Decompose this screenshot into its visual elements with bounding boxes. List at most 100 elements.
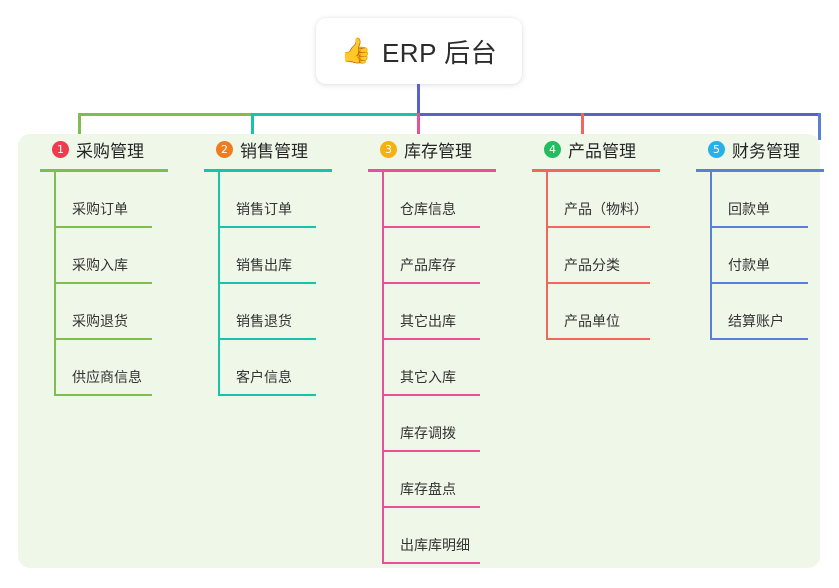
menu-item-rule xyxy=(54,226,152,228)
column-trunk-line xyxy=(546,172,548,340)
menu-item-rule xyxy=(218,226,316,228)
menu-item-rule xyxy=(54,338,152,340)
menu-item[interactable]: 采购入库 xyxy=(40,228,168,284)
column-trunk-line xyxy=(54,172,56,396)
column-index-badge: 1 xyxy=(52,140,69,158)
column-items: 仓库信息产品库存其它出库其它入库库存调拨库存盘点出库库明细 xyxy=(368,172,496,564)
column-items: 采购订单采购入库采购退货供应商信息 xyxy=(40,172,168,396)
column-5: 5 财务管理回款单付款单结算账户 xyxy=(696,134,824,340)
column-header-5[interactable]: 5 财务管理 xyxy=(696,134,824,164)
connector-drop-5 xyxy=(818,113,821,140)
column-header-rule xyxy=(532,169,660,172)
column-trunk-line xyxy=(218,172,220,396)
menu-item-rule xyxy=(382,282,480,284)
menu-item-label: 产品库存 xyxy=(400,257,456,273)
column-header-rule xyxy=(696,169,824,172)
menu-item[interactable]: 其它出库 xyxy=(368,284,496,340)
column-index-badge: 5 xyxy=(708,140,725,158)
column-index-badge: 3 xyxy=(380,140,397,158)
menu-item[interactable]: 采购退货 xyxy=(40,284,168,340)
connector-bar-segment-2 xyxy=(251,113,417,116)
menu-item-label: 供应商信息 xyxy=(72,369,142,385)
menu-item-label: 产品（物料） xyxy=(564,201,648,217)
menu-item-rule xyxy=(382,506,480,508)
column-header-4[interactable]: 4 产品管理 xyxy=(532,134,660,164)
menu-item-label: 销售退货 xyxy=(236,313,292,329)
menu-item[interactable]: 销售出库 xyxy=(204,228,332,284)
menu-item-label: 产品单位 xyxy=(564,313,620,329)
menu-item[interactable]: 销售订单 xyxy=(204,172,332,228)
column-3: 3 库存管理仓库信息产品库存其它出库其它入库库存调拨库存盘点出库库明细 xyxy=(368,134,496,564)
menu-item-label: 出库库明细 xyxy=(400,537,470,553)
menu-item[interactable]: 产品分类 xyxy=(532,228,660,284)
column-title: 采购管理 xyxy=(76,141,144,161)
menu-item[interactable]: 付款单 xyxy=(696,228,824,284)
column-1: 1 采购管理采购订单采购入库采购退货供应商信息 xyxy=(40,134,168,396)
menu-item[interactable]: 仓库信息 xyxy=(368,172,496,228)
menu-item-rule xyxy=(546,226,650,228)
menu-item-rule xyxy=(54,394,152,396)
menu-item-label: 回款单 xyxy=(728,201,770,217)
menu-item-label: 采购退货 xyxy=(72,313,128,329)
menu-item[interactable]: 采购订单 xyxy=(40,172,168,228)
connector-drop-3 xyxy=(417,113,420,140)
menu-item-rule xyxy=(382,562,480,564)
menu-item-rule xyxy=(710,226,808,228)
connector-bar-segment-1 xyxy=(78,113,251,116)
column-title: 销售管理 xyxy=(240,141,308,161)
column-items: 回款单付款单结算账户 xyxy=(696,172,824,340)
column-index-badge: 2 xyxy=(216,140,233,158)
menu-item[interactable]: 产品库存 xyxy=(368,228,496,284)
menu-item[interactable]: 产品单位 xyxy=(532,284,660,340)
column-items: 销售订单销售出库销售退货客户信息 xyxy=(204,172,332,396)
menu-item[interactable]: 库存调拨 xyxy=(368,396,496,452)
menu-item-label: 其它出库 xyxy=(400,313,456,329)
thumbs-up-icon: 👍 xyxy=(340,36,372,65)
menu-item-rule xyxy=(546,338,650,340)
menu-item-rule xyxy=(218,338,316,340)
menu-item-label: 销售出库 xyxy=(236,257,292,273)
menu-item[interactable]: 出库库明细 xyxy=(368,508,496,564)
menu-item[interactable]: 其它入库 xyxy=(368,340,496,396)
menu-item-rule xyxy=(710,338,808,340)
column-title: 产品管理 xyxy=(568,141,636,161)
column-title: 库存管理 xyxy=(404,141,472,161)
column-header-3[interactable]: 3 库存管理 xyxy=(368,134,496,164)
menu-item-label: 仓库信息 xyxy=(400,201,456,217)
menu-item[interactable]: 客户信息 xyxy=(204,340,332,396)
column-header-rule xyxy=(204,169,332,172)
menu-item[interactable]: 销售退货 xyxy=(204,284,332,340)
column-header-rule xyxy=(40,169,168,172)
menu-item-rule xyxy=(218,282,316,284)
menu-item[interactable]: 回款单 xyxy=(696,172,824,228)
menu-item-rule xyxy=(382,338,480,340)
menu-item-rule xyxy=(546,282,650,284)
connector-drop-1 xyxy=(78,113,81,140)
column-4: 4 产品管理产品（物料） 产品分类产品单位 xyxy=(532,134,660,340)
root-node-title: ERP 后台 xyxy=(381,37,498,68)
column-header-2[interactable]: 2 销售管理 xyxy=(204,134,332,164)
menu-item-label: 销售订单 xyxy=(236,201,292,217)
column-header-1[interactable]: 1 采购管理 xyxy=(40,134,168,164)
menu-item[interactable]: 结算账户 xyxy=(696,284,824,340)
menu-item[interactable]: 产品（物料） xyxy=(532,172,660,228)
menu-item[interactable]: 供应商信息 xyxy=(40,340,168,396)
connector-drop-2 xyxy=(251,113,254,140)
menu-item-rule xyxy=(382,226,480,228)
connector-bar-segment-3 xyxy=(417,113,820,116)
column-header-rule xyxy=(368,169,496,172)
menu-item-label: 付款单 xyxy=(728,257,770,273)
menu-item-rule xyxy=(54,282,152,284)
menu-item-label: 采购入库 xyxy=(72,257,128,273)
root-node-card[interactable]: 👍 ERP 后台 xyxy=(316,18,522,84)
connector-drop-4 xyxy=(581,113,584,140)
column-title: 财务管理 xyxy=(732,141,800,161)
menu-item-label: 客户信息 xyxy=(236,369,292,385)
column-items: 产品（物料） 产品分类产品单位 xyxy=(532,172,660,340)
menu-item[interactable]: 库存盘点 xyxy=(368,452,496,508)
column-trunk-line xyxy=(382,172,384,564)
menu-item-label: 结算账户 xyxy=(728,313,784,329)
menu-item-label: 其它入库 xyxy=(400,369,456,385)
root-trunk-connector xyxy=(417,84,420,114)
column-index-badge: 4 xyxy=(544,140,561,158)
